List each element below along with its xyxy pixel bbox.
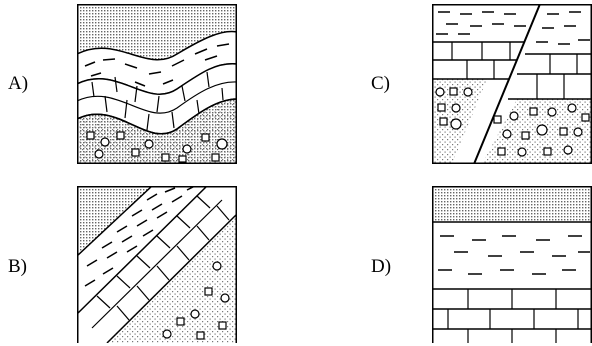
option-d-diagram[interactable] bbox=[432, 186, 592, 346]
tilted-strata-icon bbox=[77, 186, 237, 343]
option-a-label: A) bbox=[8, 74, 28, 93]
option-c-label: C) bbox=[371, 74, 390, 93]
option-b-diagram[interactable] bbox=[77, 186, 237, 346]
option-d-label: D) bbox=[371, 257, 391, 276]
faulted-strata-icon bbox=[432, 4, 592, 164]
option-b-label: B) bbox=[8, 257, 27, 276]
option-c-diagram[interactable] bbox=[432, 4, 592, 164]
folded-strata-icon bbox=[77, 4, 237, 164]
option-a-diagram[interactable] bbox=[77, 4, 237, 164]
horizontal-strata-icon bbox=[432, 186, 592, 343]
